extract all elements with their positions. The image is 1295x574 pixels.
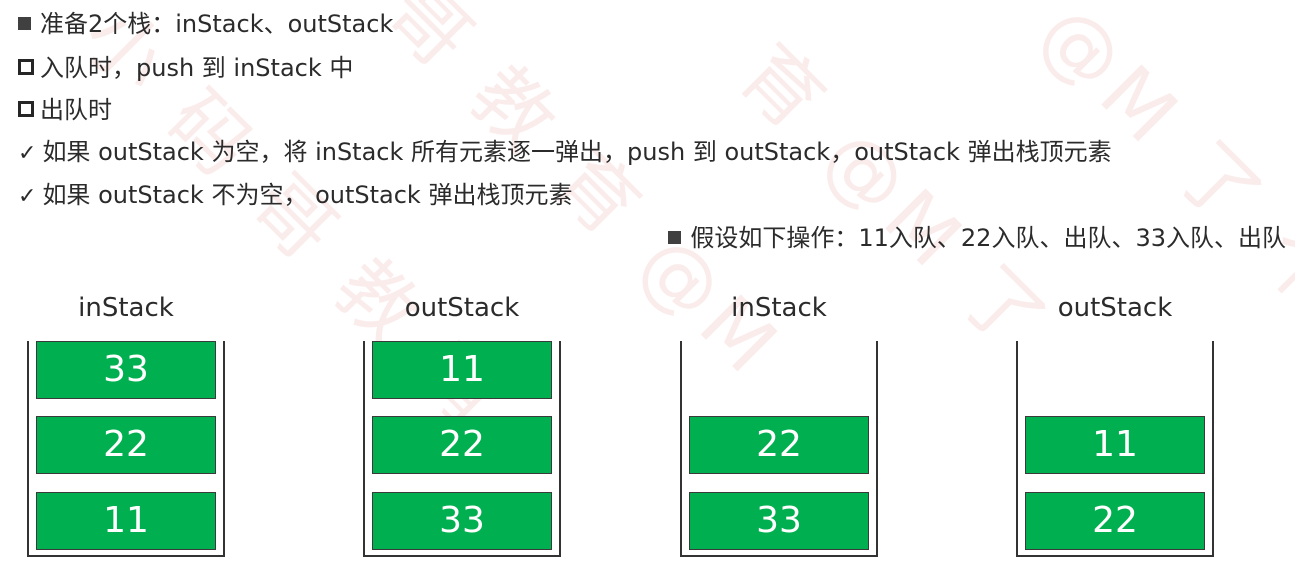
stack-cell: 11 xyxy=(36,492,216,550)
check-icon: ✓ xyxy=(18,184,37,209)
hollow-square-icon xyxy=(18,101,34,117)
assumption-line: 假设如下操作：11入队、22入队、出队、33入队、出队 xyxy=(668,223,1286,253)
stack-cell: 11 xyxy=(1025,416,1205,474)
stack-container: 11 22 33 xyxy=(363,341,561,557)
stack-cell: 33 xyxy=(689,492,869,550)
stack-cell: 11 xyxy=(372,341,552,399)
bullet-text: 出队时 xyxy=(40,96,112,124)
stack-title: outStack xyxy=(1057,293,1173,323)
bullet-text: 如果 outStack 不为空， outStack 弹出栈顶元素 xyxy=(42,181,573,209)
filled-square-icon xyxy=(668,231,682,244)
assumption-text: 假设如下操作：11入队、22入队、出队、33入队、出队 xyxy=(690,224,1286,252)
stack-title: outStack xyxy=(404,293,520,323)
stack-container: 11 22 xyxy=(1016,341,1214,557)
bullet-line-4: ✓如果 outStack 为空，将 inStack 所有元素逐一弹出，push … xyxy=(18,137,1112,169)
stack-title: inStack xyxy=(731,293,827,323)
stack-title: inStack xyxy=(78,293,174,323)
bullet-text: 准备2个栈：inStack、outStack xyxy=(40,10,394,38)
hollow-square-icon xyxy=(18,59,34,75)
stack-cell: 33 xyxy=(372,492,552,550)
stack-cell: 22 xyxy=(1025,492,1205,550)
bullet-text: 如果 outStack 为空，将 inStack 所有元素逐一弹出，push 到… xyxy=(42,138,1112,166)
bullet-line-3: 出队时 xyxy=(18,95,112,125)
bullet-line-1: 准备2个栈：inStack、outStack xyxy=(18,9,393,39)
bullet-line-2: 入队时，push 到 inStack 中 xyxy=(18,53,353,83)
check-icon: ✓ xyxy=(18,141,37,166)
stack-cell: 33 xyxy=(36,341,216,399)
bullet-text: 入队时，push 到 inStack 中 xyxy=(40,54,354,82)
stack-container: 33 22 11 xyxy=(27,341,225,557)
stack-cell: 22 xyxy=(372,416,552,474)
stack-cell: 22 xyxy=(689,416,869,474)
stack-container: 22 33 xyxy=(680,341,878,557)
filled-square-icon xyxy=(18,17,31,30)
bullet-line-5: ✓如果 outStack 不为空， outStack 弹出栈顶元素 xyxy=(18,180,572,212)
stack-cell: 22 xyxy=(36,416,216,474)
